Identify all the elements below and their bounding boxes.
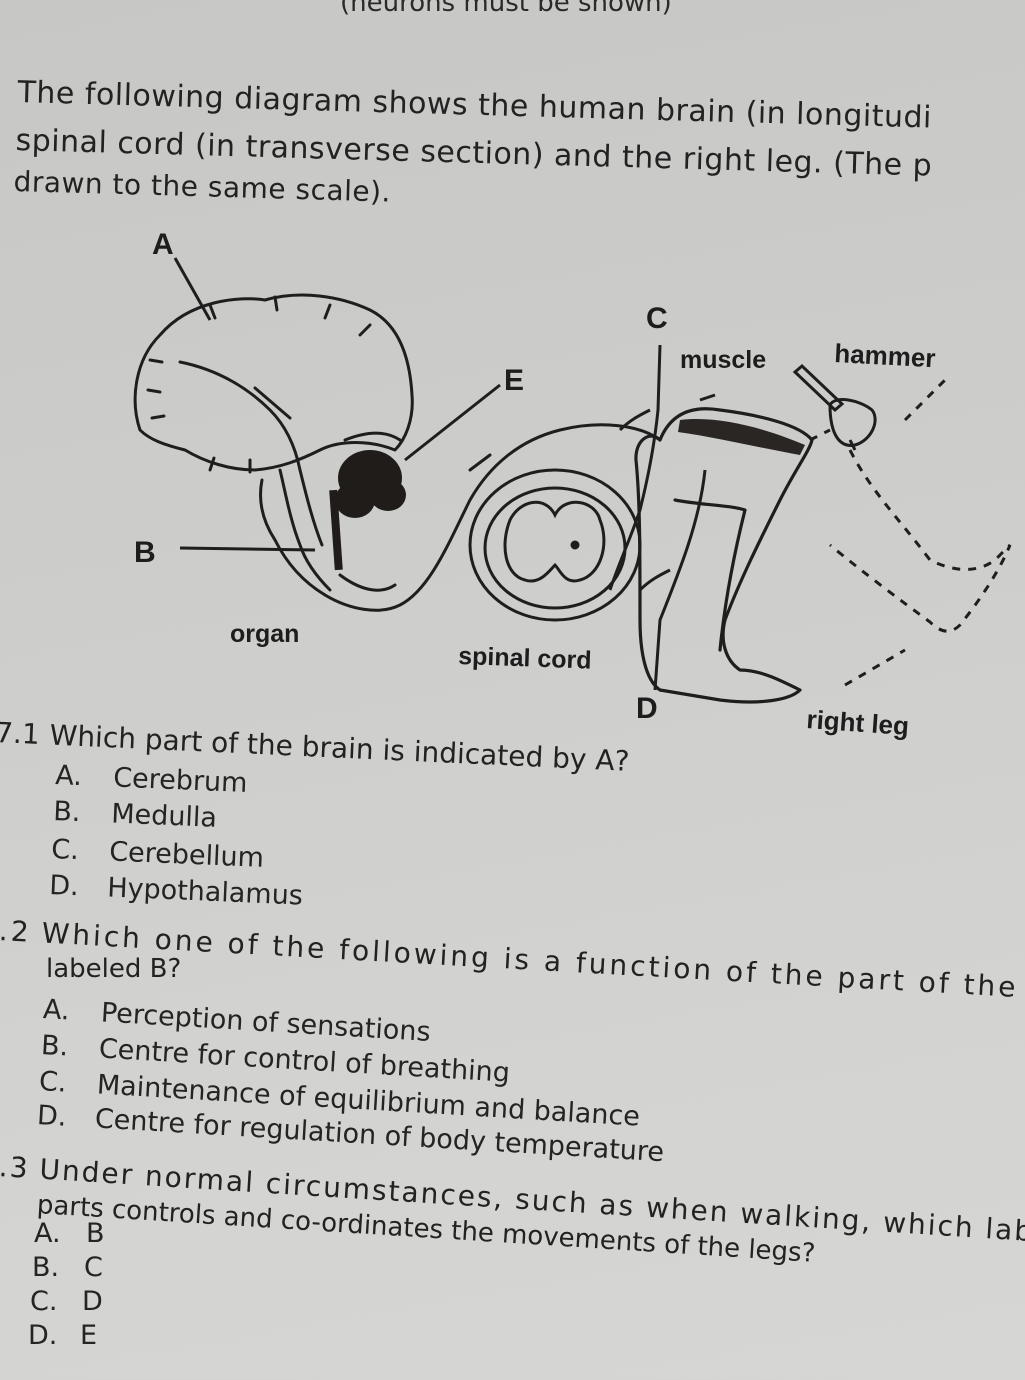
- q1-option-c[interactable]: C.Cerebellum: [50, 834, 265, 874]
- question-number: .2: [0, 914, 33, 949]
- label-hammer: hammer: [834, 338, 937, 373]
- label-E: E: [504, 364, 524, 397]
- brainstem: [278, 468, 332, 592]
- q3-option-a[interactable]: A.B: [34, 1218, 105, 1249]
- label-spinal-cord: spinal cord: [458, 642, 592, 675]
- q3-option-d[interactable]: D.E: [28, 1320, 98, 1351]
- question-text-line-1: Which one of the following is a function…: [40, 916, 1025, 1006]
- q3-option-b[interactable]: B.C: [32, 1252, 103, 1283]
- q1-option-a[interactable]: A.Cerebrum: [54, 760, 249, 800]
- spinal-cord-path: [323, 423, 662, 612]
- leader-B: [179, 546, 316, 552]
- reflex-arc-diagram: A B C D E organ spinal cord muscle hamme…: [133, 228, 1012, 741]
- label-B: B: [134, 536, 156, 569]
- cerebellum-mass: [329, 450, 406, 571]
- label-right-leg: right leg: [806, 704, 910, 741]
- cerebrum-outline: [133, 293, 414, 472]
- label-C: C: [646, 302, 668, 335]
- muscle-shape: [678, 419, 805, 455]
- nerve-D: [653, 469, 707, 691]
- label-D: D: [636, 692, 658, 725]
- nerve-C: [608, 344, 662, 591]
- intro-line-3: drawn to the same scale).: [13, 165, 392, 209]
- question-7-2-line-2: labeled B?: [46, 954, 182, 984]
- q3-option-c[interactable]: C.D: [30, 1286, 103, 1317]
- hammer-shape: [792, 363, 877, 451]
- cut-off-header-text: (neurons must be shown): [340, 0, 672, 18]
- label-muscle: muscle: [680, 346, 766, 374]
- leader-E: [404, 383, 501, 462]
- question-number: .3: [0, 1150, 31, 1185]
- question-number: 7.1: [0, 716, 41, 751]
- spinal-cord-section: [468, 468, 642, 622]
- leader-A: [173, 257, 212, 321]
- right-leg: [634, 407, 814, 704]
- intro-line-1: The following diagram shows the human br…: [17, 75, 933, 136]
- q1-option-b[interactable]: B.Medulla: [52, 796, 218, 834]
- label-organ: organ: [230, 620, 299, 648]
- label-A: A: [152, 228, 174, 261]
- q1-option-d[interactable]: D.Hypothalamus: [48, 870, 304, 912]
